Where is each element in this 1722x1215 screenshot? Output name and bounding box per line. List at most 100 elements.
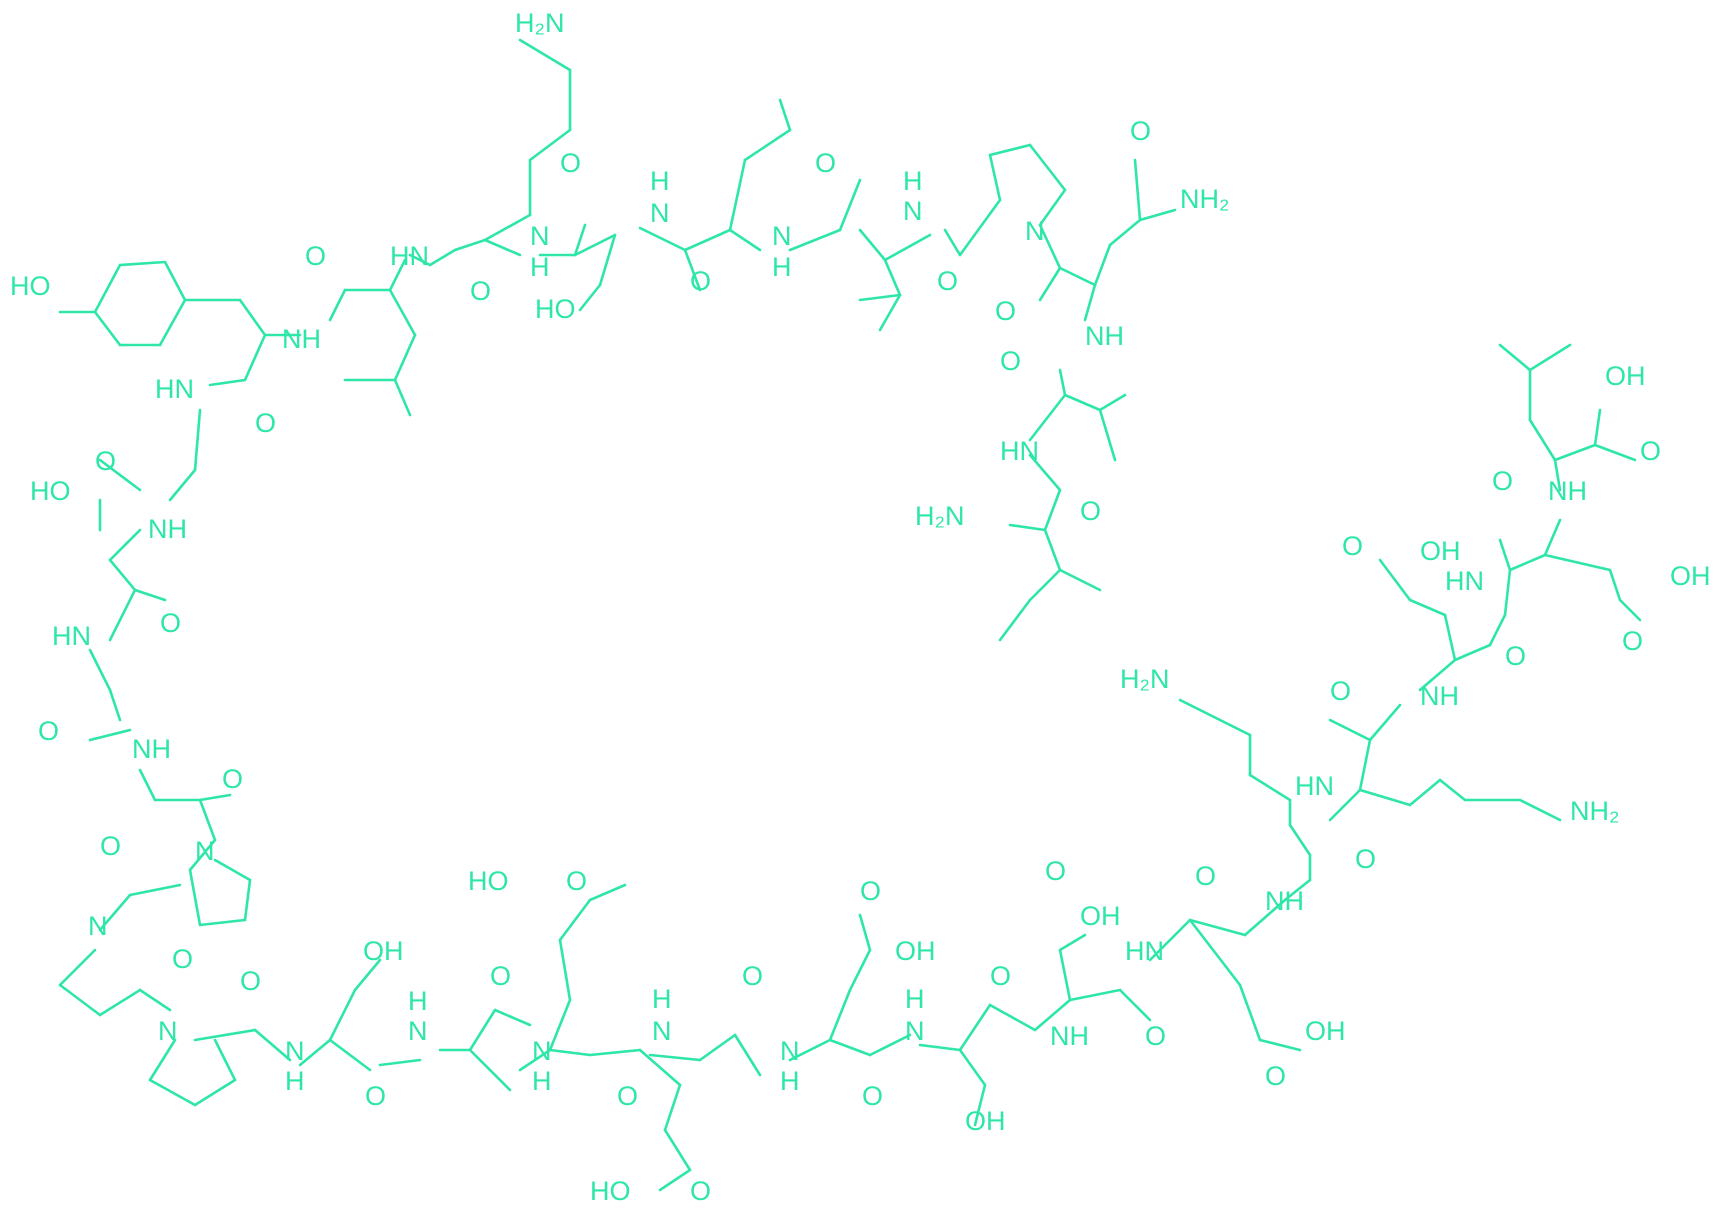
bond-line [393, 333, 417, 382]
atom-label: OH [965, 1106, 1006, 1136]
bond-line [573, 233, 617, 257]
atom-label: HN [1000, 436, 1039, 466]
bond-line [728, 158, 747, 232]
bond-line [388, 258, 407, 292]
atom-label: O [95, 446, 116, 476]
atom-label: H [905, 984, 925, 1014]
bond-line [638, 226, 687, 252]
bond-line [198, 793, 232, 802]
bond-line [198, 798, 217, 842]
atom-label: OH [1420, 536, 1461, 566]
bond-line [1258, 1038, 1302, 1052]
bond-line [1133, 158, 1142, 222]
atom-label: O [1130, 116, 1151, 146]
bond-line [148, 1038, 177, 1082]
bond-line [1178, 698, 1252, 737]
bond-line [193, 1078, 237, 1107]
bond-line [598, 233, 617, 287]
atom-label: O [305, 241, 326, 271]
bond-line [108, 688, 122, 722]
bond-line [1008, 523, 1047, 532]
atom-label: O [742, 961, 763, 991]
atom-label: OH [1080, 901, 1121, 931]
bond-line [1043, 488, 1062, 532]
bond-line [973, 1083, 987, 1127]
atom-label: O [172, 944, 193, 974]
atom-label: O [1145, 1021, 1166, 1051]
bond-line [1108, 218, 1142, 247]
atom-label: H [772, 252, 792, 282]
bond-line [548, 998, 572, 1052]
bond-line [1593, 443, 1637, 462]
bond-line [988, 153, 1002, 202]
bond-line [578, 283, 602, 312]
bond-line [93, 263, 122, 314]
bond-line [1408, 598, 1447, 617]
atom-label: OH [895, 936, 936, 966]
atom-label: OH [1305, 1016, 1346, 1046]
bond-layer [58, 38, 1642, 1192]
bond-line [468, 1048, 512, 1092]
bond-line [878, 293, 902, 332]
bond-line [1328, 788, 1362, 822]
bond-line [1238, 983, 1262, 1042]
bond-line [1438, 778, 1467, 802]
atom-label: O [862, 1081, 883, 1111]
bond-line [243, 878, 252, 922]
bond-line [483, 213, 532, 242]
bond-line [883, 258, 902, 297]
bond-line [1488, 613, 1507, 647]
atom-label: O [160, 608, 181, 638]
atom-label: O [995, 296, 1016, 326]
atom-label: O [38, 716, 59, 746]
bond-line [253, 1028, 292, 1062]
atom-label: N [195, 836, 215, 866]
atom-label: H₂N [1120, 664, 1169, 694]
atom-label: HO [30, 476, 71, 506]
bond-line [518, 38, 572, 72]
bond-line [838, 178, 862, 232]
bond-line [658, 1168, 692, 1192]
bond-line [698, 1033, 737, 1062]
atom-label: H [285, 1066, 305, 1096]
bond-line [883, 233, 932, 262]
bond-line [1068, 988, 1122, 1002]
bond-line [1608, 568, 1622, 602]
bond-line [1553, 443, 1597, 462]
bond-line [1058, 368, 1067, 397]
bond-line [958, 1003, 992, 1052]
atom-label: NH₂ [1180, 184, 1229, 214]
bond-line [858, 913, 872, 952]
atom-label: O [990, 961, 1011, 991]
bond-line [108, 558, 137, 592]
bond-line [958, 1048, 987, 1087]
bond-line [1248, 773, 1292, 802]
bond-line [1518, 798, 1562, 822]
bond-line [1543, 518, 1562, 557]
bond-line [213, 858, 252, 882]
bond-line [208, 378, 247, 387]
bond-line [1188, 918, 1247, 937]
atom-label: H [408, 986, 428, 1016]
atom-label: HN [1445, 566, 1484, 596]
bond-line [1058, 568, 1102, 592]
atom-label: O [365, 1081, 386, 1111]
bond-line [1418, 658, 1457, 692]
bond-line [193, 1028, 257, 1042]
atom-label: H [652, 984, 672, 1014]
atom-label: O [1195, 861, 1216, 891]
atom-label: NH [1548, 476, 1587, 506]
atom-label: NH [282, 324, 321, 354]
atom-label: H [650, 166, 670, 196]
atom-label: N [903, 196, 923, 226]
atom-label: O [1505, 641, 1526, 671]
atom-label: H₂N [915, 501, 964, 531]
atom-label: O [1045, 856, 1066, 886]
bond-line [88, 648, 112, 692]
bond-line [663, 1128, 692, 1172]
atom-label: O [1492, 466, 1513, 496]
bond-line [168, 468, 197, 502]
bond-line [528, 128, 572, 162]
atom-label: N [780, 1036, 800, 1066]
